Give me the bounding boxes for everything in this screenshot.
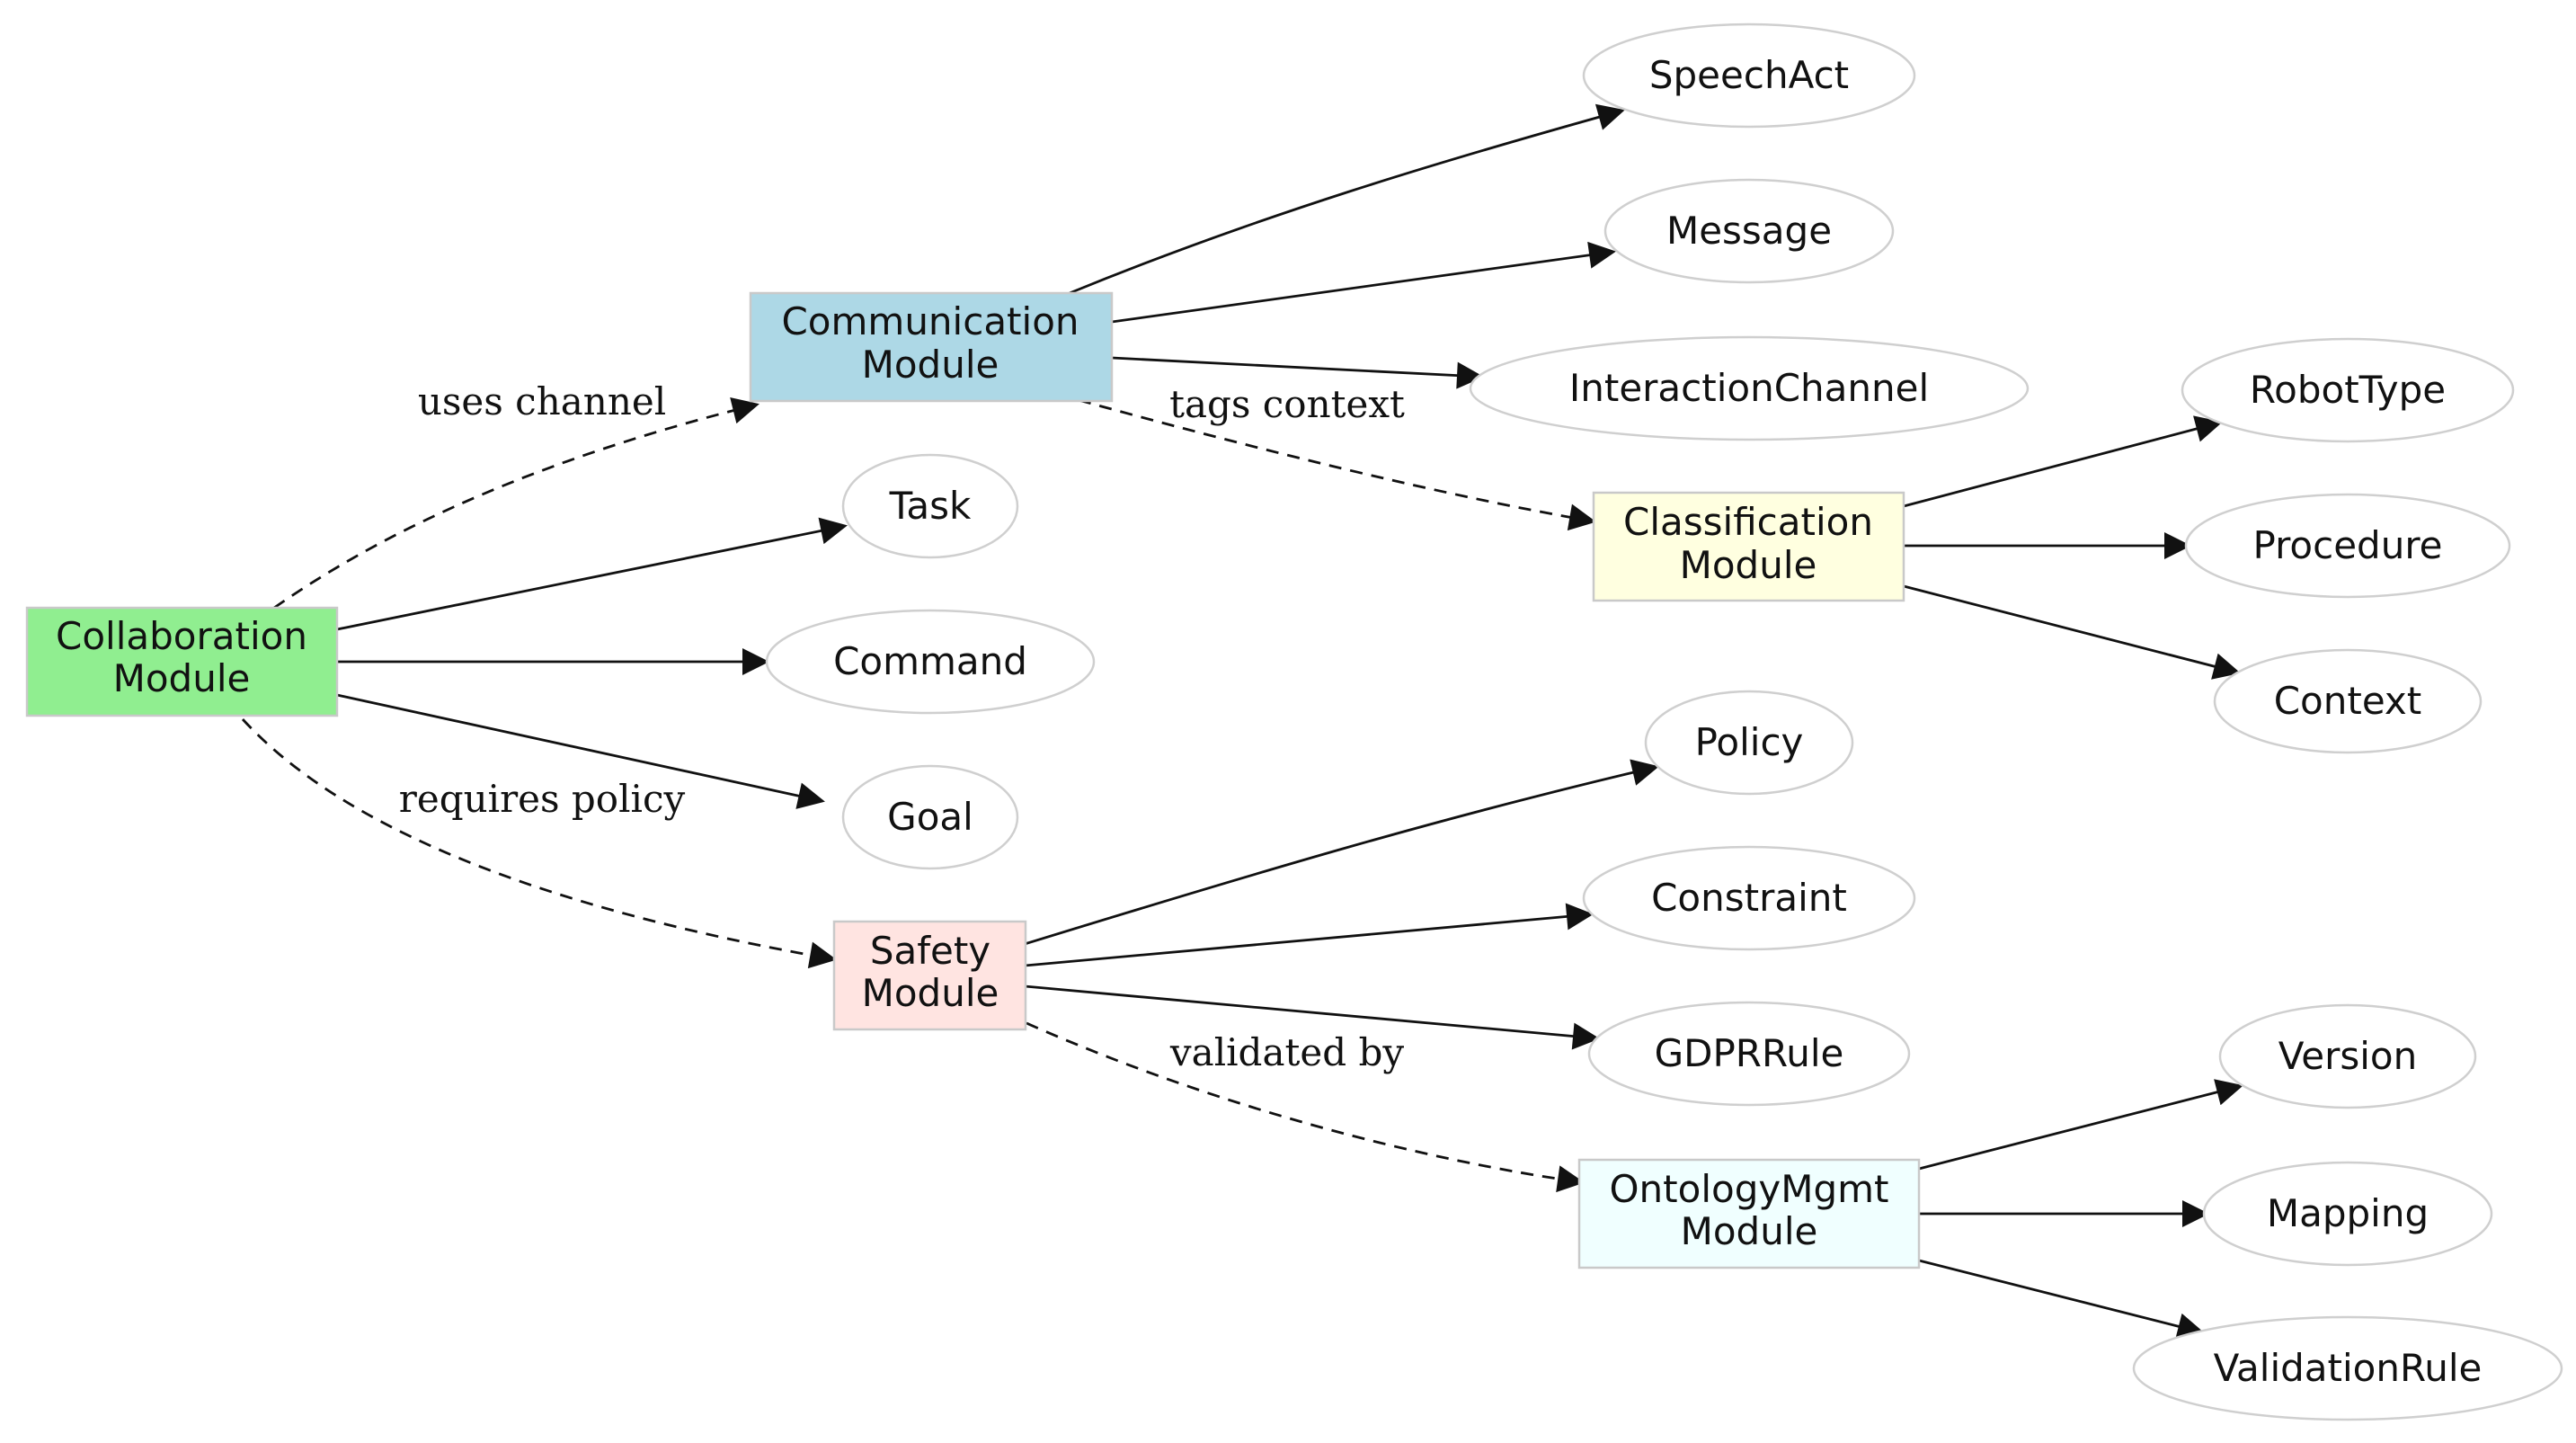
module-node-classification[interactable]: Classification Module [1592, 491, 1905, 602]
concept-label: Context [2274, 679, 2422, 723]
concept-label: Mapping [2267, 1191, 2429, 1235]
concept-node-speechact[interactable]: SpeechAct [1582, 22, 1916, 129]
module-box [1577, 1158, 1921, 1269]
concept-node-goal[interactable]: Goal [841, 764, 1019, 870]
edge-classification-context [1903, 584, 2241, 680]
module-box [25, 606, 339, 717]
edge-communication-speechact [1069, 103, 1625, 295]
concept-label: GDPRRule [1655, 1031, 1844, 1075]
module-label-line1: Safety [870, 929, 990, 973]
module-label-line1: Collaboration [56, 614, 307, 658]
module-label-line1: Communication [781, 299, 1079, 343]
edge-collaboration-goal [336, 693, 825, 809]
edge-communication-interactionchannel [1111, 356, 1484, 389]
module-label-line2: Module [862, 343, 999, 387]
concept-node-constraint[interactable]: Constraint [1582, 845, 1916, 951]
concept-node-task[interactable]: Task [841, 453, 1019, 559]
edge-label-validated-by: validated by [1169, 1030, 1404, 1074]
concept-node-validationrule[interactable]: ValidationRule [2132, 1315, 2563, 1421]
concept-label: RobotType [2250, 368, 2446, 412]
edge-collaboration-safety [241, 718, 837, 969]
concept-node-version[interactable]: Version [2218, 1003, 2477, 1109]
module-node-ontologymgmt[interactable]: OntologyMgmt Module [1577, 1158, 1921, 1269]
concept-node-context[interactable]: Context [2213, 648, 2483, 754]
edge-safety-policy [1024, 759, 1659, 946]
module-box [749, 291, 1114, 403]
module-box [1592, 491, 1905, 602]
concept-label: Policy [1695, 720, 1804, 764]
concept-label: Command [833, 639, 1027, 683]
module-node-communication[interactable]: Communication Module [749, 291, 1114, 403]
concept-label: InteractionChannel [1569, 366, 1929, 410]
module-label-line1: Classification [1623, 500, 1873, 544]
edge-ontology-validationrule [1918, 1259, 2205, 1340]
concept-node-mapping[interactable]: Mapping [2202, 1161, 2493, 1267]
concept-label: SpeechAct [1649, 53, 1849, 97]
concept-label: Constraint [1651, 876, 1847, 920]
module-label-line2: Module [862, 971, 999, 1015]
edge-safety-ontology [1026, 1021, 1585, 1193]
edge-classification-robottype [1903, 415, 2223, 508]
edge-labels: uses channel tags context requires polic… [399, 379, 1405, 1074]
concept-label: Procedure [2252, 523, 2442, 567]
module-label-line2: Module [1681, 1209, 1818, 1253]
edge-safety-gdprrule [1024, 984, 1600, 1050]
edge-label-requires-policy: requires policy [399, 777, 686, 821]
edge-safety-constraint [1024, 903, 1594, 967]
module-node-collaboration[interactable]: Collaboration Module [25, 606, 339, 717]
concept-node-interactionchannel[interactable]: InteractionChannel [1469, 335, 2030, 441]
concept-node-procedure[interactable]: Procedure [2184, 493, 2511, 599]
module-label-line2: Module [113, 656, 251, 700]
edge-communication-message [1111, 241, 1616, 324]
edge-communication-classification [1078, 398, 1596, 531]
concept-label: Task [889, 484, 972, 528]
concept-node-command[interactable]: Command [765, 609, 1096, 715]
concept-label: Version [2278, 1034, 2417, 1078]
concept-label: Goal [887, 795, 973, 839]
edge-collaboration-task [336, 517, 848, 631]
module-label-line2: Module [1680, 543, 1817, 587]
edge-label-uses-channel: uses channel [418, 379, 666, 423]
concept-node-gdprrule[interactable]: GDPRRule [1587, 1001, 1911, 1107]
concept-label: Message [1666, 209, 1832, 253]
edge-label-tags-context: tags context [1169, 382, 1405, 426]
concept-node-message[interactable]: Message [1603, 178, 1895, 284]
edges [241, 103, 2243, 1340]
module-node-safety[interactable]: Safety Module [832, 920, 1027, 1031]
edge-ontology-version [1918, 1079, 2243, 1171]
concept-label: ValidationRule [2214, 1346, 2483, 1390]
module-label-line1: OntologyMgmt [1609, 1167, 1888, 1211]
concept-node-robottype[interactable]: RobotType [2181, 337, 2515, 443]
edge-collaboration-communication [273, 396, 759, 610]
concept-node-policy[interactable]: Policy [1644, 690, 1854, 796]
module-box [832, 920, 1027, 1031]
